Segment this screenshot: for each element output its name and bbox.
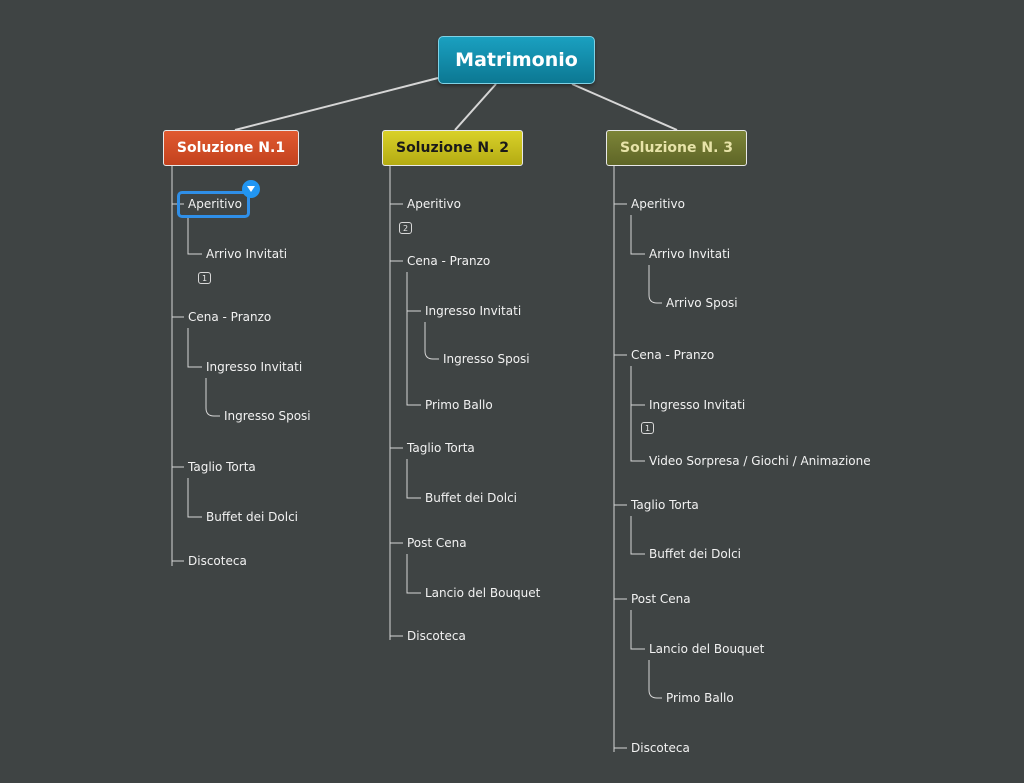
topic-node[interactable]: Ingresso Invitati (425, 304, 522, 318)
topic-node[interactable]: Arrivo Invitati (206, 247, 288, 261)
child-connector (187, 215, 202, 255)
topic-node[interactable]: Buffet dei Dolci (649, 547, 742, 561)
root-connector-1 (234, 77, 439, 131)
topic-node[interactable]: Aperitivo (188, 197, 242, 211)
child-connector (406, 554, 421, 594)
child-connector (406, 272, 421, 312)
topic-node[interactable]: Video Sorpresa / Giochi / Animazione (649, 454, 871, 468)
topic-node[interactable]: Lancio del Bouquet (649, 642, 765, 656)
task-count-badge[interactable]: 1 (198, 272, 211, 284)
topic-node[interactable]: Ingresso Sposi (443, 352, 530, 366)
child-connector (187, 328, 202, 368)
root-connector-3 (571, 83, 678, 131)
child-connector (648, 660, 662, 699)
topic-node[interactable]: Cena - Pranzo (407, 254, 491, 268)
child-connector (630, 610, 645, 650)
child-connector (406, 272, 421, 406)
solution-2-node[interactable]: Soluzione N. 2 (382, 130, 523, 166)
topic-node[interactable]: Aperitivo (407, 197, 461, 211)
child-connector (630, 366, 645, 406)
topic-node[interactable]: Lancio del Bouquet (425, 586, 541, 600)
triangle-down-icon (247, 186, 255, 192)
task-count-badge[interactable]: 1 (641, 422, 654, 434)
child-connector (205, 378, 220, 417)
topic-node[interactable]: Discoteca (631, 741, 690, 755)
solution-3-node[interactable]: Soluzione N. 3 (606, 130, 747, 166)
child-connector (424, 322, 439, 360)
child-connector (406, 459, 421, 499)
root-node[interactable]: Matrimonio (438, 36, 595, 84)
topic-node[interactable]: Taglio Torta (188, 460, 256, 474)
topic-node[interactable]: Aperitivo (631, 197, 685, 211)
topic-node[interactable]: Taglio Torta (407, 441, 475, 455)
topic-node[interactable]: Primo Ballo (425, 398, 493, 412)
topic-node[interactable]: Ingresso Invitati (206, 360, 303, 374)
topic-node[interactable]: Primo Ballo (666, 691, 734, 705)
topic-node[interactable]: Post Cena (631, 592, 691, 606)
topic-node[interactable]: Post Cena (407, 536, 467, 550)
topic-node[interactable]: Buffet dei Dolci (425, 491, 518, 505)
topic-node[interactable]: Cena - Pranzo (188, 310, 272, 324)
topic-node[interactable]: Buffet dei Dolci (206, 510, 299, 524)
child-connector (187, 478, 202, 518)
topic-node[interactable]: Cena - Pranzo (631, 348, 715, 362)
root-connector-2 (454, 83, 497, 131)
topic-node[interactable]: Ingresso Invitati (649, 398, 746, 412)
topic-node[interactable]: Ingresso Sposi (224, 409, 311, 423)
topic-node[interactable]: Discoteca (407, 629, 466, 643)
solution-1-node[interactable]: Soluzione N.1 (163, 130, 299, 166)
collapse-toggle-button[interactable] (242, 180, 260, 198)
topic-node[interactable]: Taglio Torta (631, 498, 699, 512)
child-connector (630, 516, 645, 555)
selection-highlight (177, 191, 250, 218)
child-connector (648, 265, 662, 304)
child-connector (630, 366, 645, 462)
topic-node[interactable]: Discoteca (188, 554, 247, 568)
topic-node[interactable]: Arrivo Invitati (649, 247, 731, 261)
child-connector (630, 215, 645, 255)
task-count-badge[interactable]: 2 (399, 222, 412, 234)
topic-node[interactable]: Arrivo Sposi (666, 296, 738, 310)
